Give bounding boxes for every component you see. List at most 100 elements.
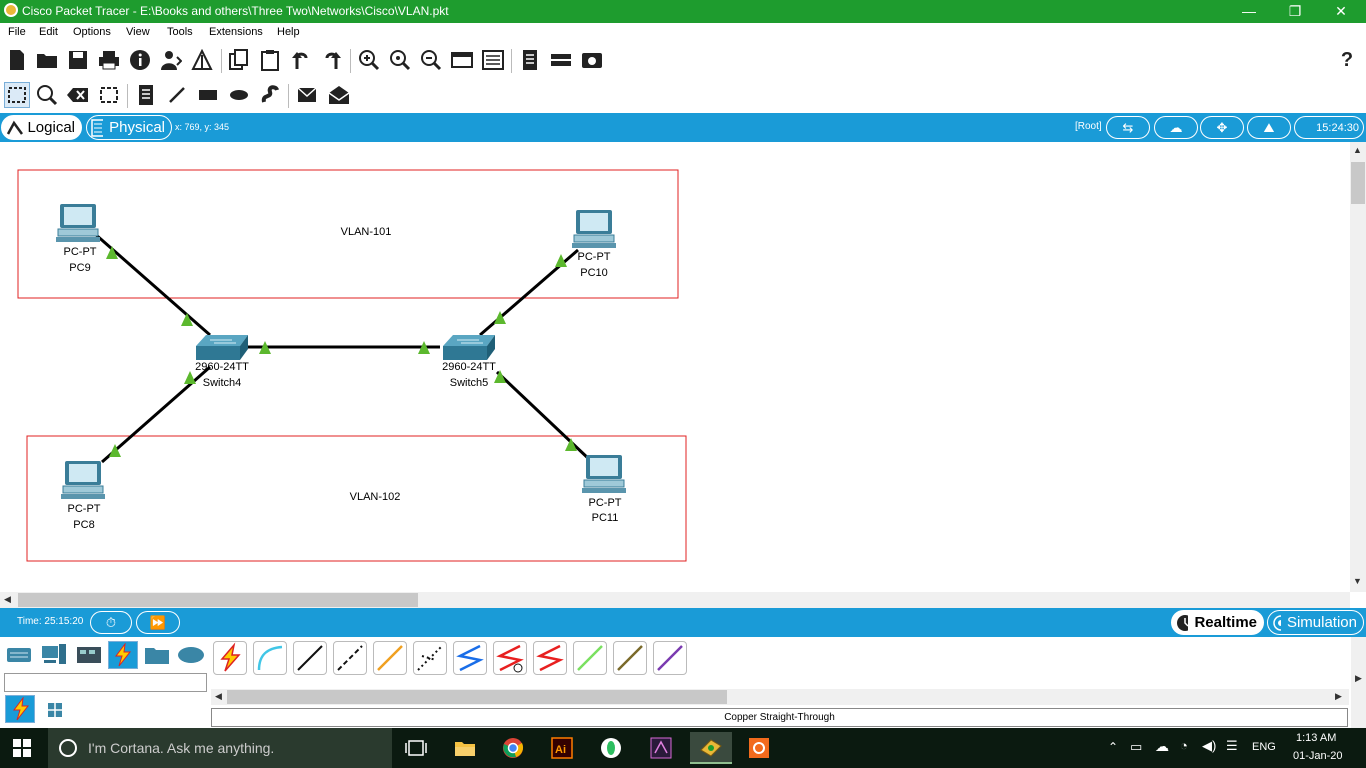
switch5-icon[interactable] (443, 335, 495, 360)
onedrive-cloud-icon[interactable]: ☁ (1155, 738, 1169, 754)
pc11-icon[interactable] (582, 455, 626, 493)
pc9-icon[interactable] (56, 204, 100, 242)
paste-icon[interactable] (257, 47, 283, 73)
user-profile-icon[interactable] (158, 47, 184, 73)
miscellaneous-category-icon[interactable] (142, 641, 172, 669)
cable-copper-cross-icon[interactable] (333, 641, 367, 675)
open-folder-icon[interactable] (34, 47, 60, 73)
evernote-icon[interactable] (595, 732, 627, 764)
select-tool-icon[interactable] (4, 82, 30, 108)
power-cycle-icon[interactable]: ⏱ (90, 611, 132, 634)
cable-serial-dte-icon[interactable] (533, 641, 567, 675)
physical-mode-button[interactable]: Physical (86, 115, 172, 140)
add-complex-pdu-icon[interactable] (326, 82, 352, 108)
cable-automatic-icon[interactable] (213, 641, 247, 675)
cable-iot-icon[interactable] (613, 641, 647, 675)
set-background-icon[interactable]: ⛰ (1247, 116, 1291, 139)
palette-vertical-scrollbar[interactable]: ▶ (1351, 637, 1366, 728)
zoom-reset-icon[interactable] (387, 47, 413, 73)
animation-app-icon[interactable] (645, 732, 677, 764)
network-device-icon[interactable] (548, 47, 574, 73)
taskbar-date[interactable]: 01-Jan-20 (1293, 750, 1343, 762)
close-button[interactable]: ✕ (1335, 3, 1347, 19)
grid-view-icon[interactable] (44, 699, 66, 721)
tray-overflow-icon[interactable]: ⌃ (1108, 740, 1119, 754)
menu-tools[interactable]: Tools (167, 26, 193, 38)
notes-icon[interactable] (517, 47, 543, 73)
info-icon[interactable] (127, 47, 153, 73)
end-devices-category-icon[interactable] (39, 641, 69, 669)
action-center-icon[interactable]: ☰ (1226, 738, 1238, 753)
realtime-mode-button[interactable]: Realtime (1171, 610, 1264, 635)
cable-usb-icon[interactable] (653, 641, 687, 675)
menu-edit[interactable]: Edit (39, 26, 58, 38)
vlan-101-zone[interactable] (17, 169, 679, 299)
network-info-icon[interactable] (189, 47, 215, 73)
new-file-icon[interactable] (4, 47, 30, 73)
multiuser-category-icon[interactable] (176, 641, 206, 669)
new-cluster-icon[interactable]: ☁ (1154, 116, 1198, 139)
viewport-clock[interactable]: 15:24:30 (1294, 116, 1364, 139)
cable-phone-icon[interactable] (413, 641, 447, 675)
zoom-in-icon[interactable] (356, 47, 382, 73)
back-arrows-icon[interactable]: ⇆ (1106, 116, 1150, 139)
drawing-palette-icon[interactable] (449, 47, 475, 73)
cortana-search-box[interactable]: I'm Cortana. Ask me anything. (48, 728, 392, 768)
logical-mode-button[interactable]: Logical (1, 115, 82, 140)
media-app-icon[interactable] (743, 732, 775, 764)
network-devices-category-icon[interactable] (4, 641, 34, 669)
delete-icon[interactable] (65, 82, 91, 108)
wifi-icon[interactable]: ◔ (1180, 738, 1188, 753)
switch4-icon[interactable] (196, 335, 248, 360)
palette-scroll-right-icon[interactable]: ▶ (1355, 673, 1362, 683)
inspect-icon[interactable] (34, 82, 60, 108)
minimize-button[interactable]: — (1242, 3, 1256, 19)
pc10-icon[interactable] (572, 210, 616, 248)
help-icon[interactable]: ? (1340, 48, 1354, 71)
taskbar-time[interactable]: 1:13 AM (1296, 732, 1337, 744)
scroll-left-arrow-icon[interactable]: ◀ (4, 594, 11, 604)
packet-tracer-taskbar-icon[interactable] (690, 732, 732, 764)
connections-category-icon[interactable] (108, 641, 138, 669)
menu-options[interactable]: Options (73, 26, 111, 38)
battery-icon[interactable]: ▭ (1130, 739, 1143, 754)
topology-canvas[interactable] (0, 142, 1350, 592)
draw-ellipse-icon[interactable] (226, 82, 252, 108)
cable-console-icon[interactable] (253, 641, 287, 675)
cable-copper-straight-icon[interactable] (293, 641, 327, 675)
print-icon[interactable] (96, 47, 122, 73)
draw-rectangle-icon[interactable] (195, 82, 221, 108)
redo-icon[interactable] (319, 47, 345, 73)
palette-scroll-left-icon[interactable]: ◀ (215, 691, 222, 701)
screenshot-icon[interactable] (579, 47, 605, 73)
cable-octal-icon[interactable] (573, 641, 607, 675)
menu-file[interactable]: File (8, 26, 26, 38)
cable-serial-dce-icon[interactable] (493, 641, 527, 675)
connection-subtype-icon[interactable] (5, 695, 35, 723)
menu-view[interactable]: View (126, 26, 150, 38)
vlan-102-zone[interactable] (26, 435, 687, 562)
palette-horizontal-scrollbar[interactable]: ◀ ▶ (211, 689, 1349, 705)
pc8-icon[interactable] (61, 461, 105, 499)
move-object-icon[interactable]: ✥ (1200, 116, 1244, 139)
add-simple-pdu-icon[interactable] (295, 82, 321, 108)
palette-scroll-thumb[interactable] (227, 690, 727, 704)
workspace-horizontal-scrollbar[interactable]: ◀ (0, 592, 1350, 608)
chrome-icon[interactable] (497, 732, 529, 764)
simulation-mode-button[interactable]: Simulation (1267, 610, 1364, 635)
components-category-icon[interactable] (74, 641, 104, 669)
task-view-icon[interactable] (400, 732, 432, 764)
logical-workspace[interactable]: VLAN-101 VLAN-102 PC-PT PC9 PC-PT PC10 P… (0, 142, 1350, 592)
draw-line-icon[interactable] (164, 82, 190, 108)
illustrator-icon[interactable]: Ai (546, 732, 578, 764)
undo-icon[interactable] (288, 47, 314, 73)
device-search-input[interactable] (4, 673, 207, 692)
copy-icon[interactable] (226, 47, 252, 73)
fast-forward-icon[interactable]: ⏩ (136, 611, 180, 634)
volume-icon[interactable]: ◀) (1202, 738, 1217, 753)
horizontal-scroll-thumb[interactable] (18, 593, 418, 607)
resize-shape-icon[interactable] (96, 82, 122, 108)
root-breadcrumb[interactable]: [Root] (1075, 121, 1102, 132)
save-icon[interactable] (65, 47, 91, 73)
workspace-vertical-scrollbar[interactable]: ▲ ▼ (1350, 142, 1366, 592)
